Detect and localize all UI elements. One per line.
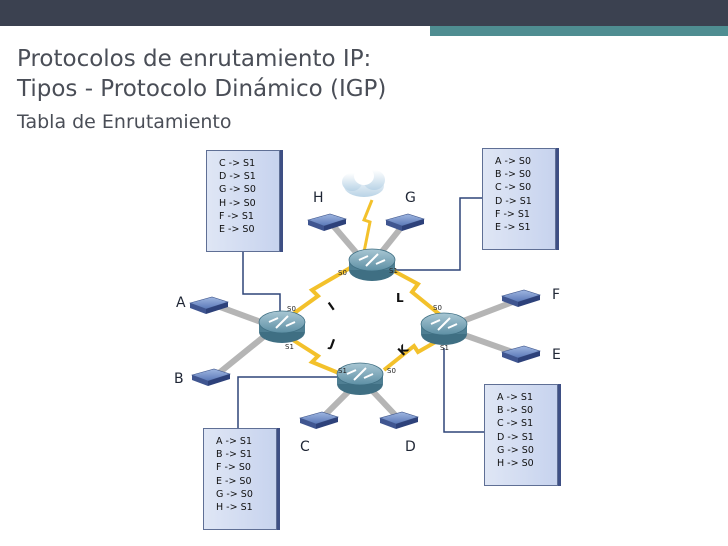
table-row: E -> S0 [216, 475, 252, 487]
lan-label-a: A [176, 295, 186, 311]
lan-label-g: G [405, 190, 416, 206]
link-label-i: I [326, 299, 338, 313]
switch-icon-d [379, 411, 419, 430]
serial-link-k [382, 334, 447, 372]
slide-subtitle: Tabla de Enrutamiento [17, 111, 232, 133]
table-row: D -> S1 [497, 431, 534, 443]
table-row: C -> S1 [497, 418, 534, 430]
switch-icon-c [299, 411, 339, 430]
routing-table-right-router: A -> S1 B -> S0 C -> S1 D -> S1 G -> S0 … [484, 384, 558, 486]
routing-table-bottom-router: A -> S1 B -> S1 F -> S0 E -> S0 G -> S0 … [203, 428, 277, 530]
table-row: F -> S0 [216, 462, 251, 474]
title-line-1: Protocolos de enrutamiento IP: [17, 46, 372, 72]
router-icon-right [420, 312, 468, 346]
serial-link-l [391, 268, 446, 320]
link-label-k: K [395, 342, 412, 359]
iface-left-s0: S0 [287, 305, 296, 313]
lan-label-d: D [405, 439, 416, 455]
switch-icon-g [385, 213, 425, 232]
table-row: G -> S0 [497, 444, 534, 456]
table-row: B -> S0 [497, 405, 534, 417]
routing-table-top-router: A -> S0 B -> S0 C -> S0 D -> S1 F -> S1 … [482, 148, 556, 250]
table-row: D -> S1 [219, 171, 256, 183]
iface-top-s1: S1 [389, 267, 398, 275]
table-row: H -> S1 [216, 502, 253, 514]
table-row: D -> S1 [495, 195, 532, 207]
switch-icon-h [307, 213, 347, 232]
table-row: A -> S0 [495, 156, 532, 167]
table-row: H -> S0 [497, 458, 534, 470]
wan-link [362, 199, 374, 253]
lan-label-h: H [313, 190, 324, 206]
iface-left-s1: S1 [285, 343, 294, 351]
link-label-l: L [396, 291, 404, 305]
iface-bottom-s0: S0 [387, 367, 396, 375]
table-row: G -> S0 [216, 488, 253, 500]
table-row: F -> S1 [495, 208, 530, 220]
iface-bottom-s1: S1 [338, 367, 347, 375]
router-icon-top [348, 248, 396, 282]
lan-label-c: C [300, 439, 310, 455]
serial-link-j [291, 338, 347, 378]
iface-right-s0: S0 [433, 304, 442, 312]
table-row: G -> S0 [219, 184, 256, 196]
table-row: C -> S0 [495, 182, 532, 194]
table-row: E -> S0 [219, 224, 255, 236]
serial-links [291, 199, 447, 378]
lan-label-f: F [552, 287, 560, 303]
router-icon-left [258, 310, 306, 344]
title-line-2: Tipos - Protocolo Dinámico (IGP) [17, 76, 387, 102]
table-row: E -> S1 [495, 222, 531, 234]
table-row: H -> S0 [219, 197, 256, 209]
switch-icon-a [189, 296, 229, 315]
table-row: F -> S1 [219, 210, 254, 222]
routing-table-left-router: C -> S1 D -> S1 G -> S0 H -> S0 F -> S1 … [206, 150, 280, 252]
table-row: B -> S0 [495, 169, 532, 181]
table-row: A -> S1 [497, 392, 534, 403]
iface-top-s0: S0 [338, 269, 347, 277]
top-accent-band-white [0, 26, 430, 36]
cloud-icon [342, 167, 385, 197]
top-bar [0, 0, 728, 26]
iface-right-s1: S1 [440, 344, 449, 352]
table-row: A -> S1 [216, 436, 253, 447]
link-label-j: J [327, 336, 337, 351]
table-connectors [237, 197, 484, 433]
serial-link-i [291, 266, 352, 316]
slide-title: Protocolos de enrutamiento IP: Tipos - P… [17, 44, 386, 104]
table-row: C -> S1 [219, 158, 256, 169]
lan-label-e: E [552, 347, 561, 363]
table-row: B -> S1 [216, 449, 253, 461]
lan-label-b: B [174, 371, 184, 387]
